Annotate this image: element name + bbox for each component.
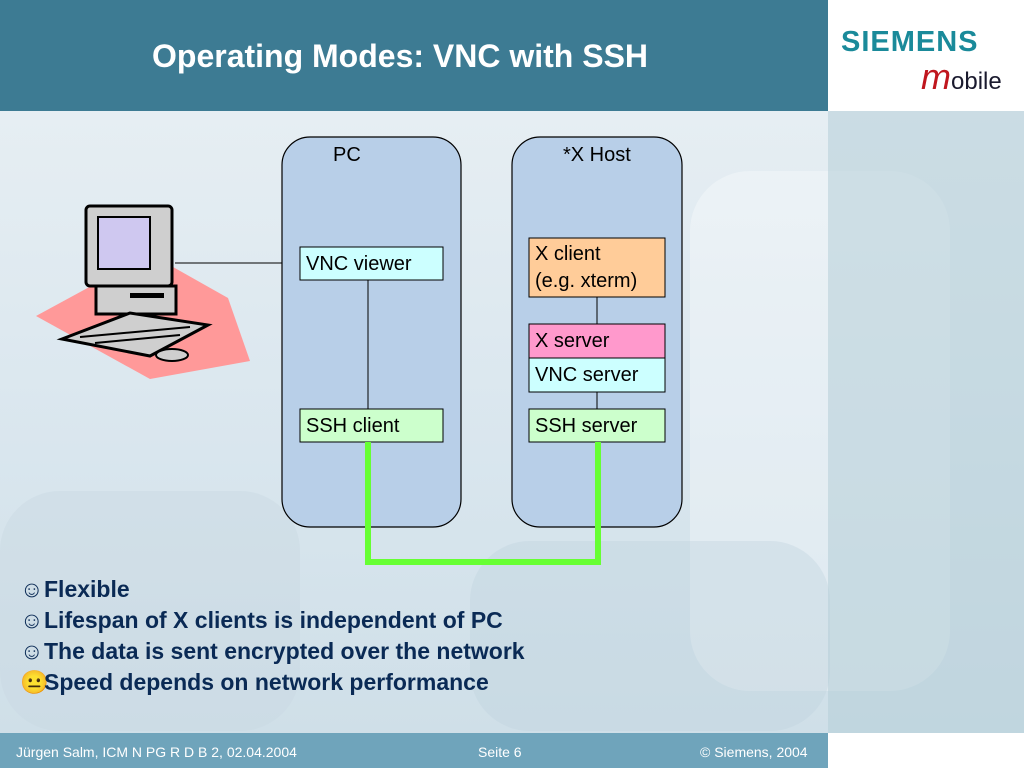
bullet-item: ☺Lifespan of X clients is independent of… [20,605,525,636]
slide-header: Operating Modes: VNC with SSH [0,0,828,111]
smiley-icon: ☺ [20,607,44,633]
bullet-text: The data is sent encrypted over the netw… [44,638,525,664]
footer-page: Seite 6 [478,744,522,760]
footer-logo-area [828,733,1024,768]
x-client-label-line2: (e.g. xterm) [535,270,637,292]
vnc-server-label: VNC server [535,364,639,386]
bullet-text: Speed depends on network performance [44,669,489,695]
footer-author: Jürgen Salm, ICM N PG R D B 2, 02.04.200… [16,744,297,760]
x-client-box [528,237,666,298]
smiley-icon: ☺ [20,638,44,664]
vnc-ssh-diagram: PC *X Host VNC viewer SSH client X clien… [36,136,683,565]
ssh-server-label: SSH server [535,415,638,437]
footer-copyright: © Siemens, 2004 [700,744,808,760]
logo-product-m: m [921,56,951,97]
ssh-tunnel-line [365,442,601,565]
siemens-mobile-logo: SIEMENS mobile [828,0,1024,111]
slide-title: Operating Modes: VNC with SSH [152,38,649,74]
ssh-server-box [528,408,666,443]
ssh-client-label: SSH client [306,415,400,437]
x-client-label-line1: X client [535,243,601,265]
pc-label: PC [333,144,361,166]
computer-icon [36,204,250,379]
pc-panel [281,136,462,528]
right-decor-panel [828,111,1024,733]
x-server-box [528,323,666,359]
logo-product: mobile [921,56,1002,98]
bullet-item: ☺The data is sent encrypted over the net… [20,636,525,667]
x-host-label: *X Host [563,144,631,166]
bullet-item: 😐Speed depends on network performance [20,667,525,698]
bullet-text: Flexible [44,576,130,602]
logo-brand: SIEMENS [841,26,979,58]
keyboard [56,311,213,358]
ssh-client-box [299,408,444,443]
vnc-server-box [528,357,666,393]
bullet-text: Lifespan of X clients is independent of … [44,607,503,633]
mouse [155,348,189,362]
slide-footer: Jürgen Salm, ICM N PG R D B 2, 02.04.200… [0,733,828,768]
smiley-icon: ☺ [20,576,44,602]
x-server-label: X server [535,330,610,352]
bullet-list: ☺Flexible ☺Lifespan of X clients is inde… [20,574,525,698]
bullet-item: ☺Flexible [20,574,525,605]
monitor-screen [97,216,151,270]
logo-product-rest: obile [951,68,1002,95]
neutral-face-icon: 😐 [20,669,49,695]
vnc-viewer-box [299,246,444,281]
vnc-viewer-label: VNC viewer [306,253,412,275]
computer-base [94,284,178,316]
